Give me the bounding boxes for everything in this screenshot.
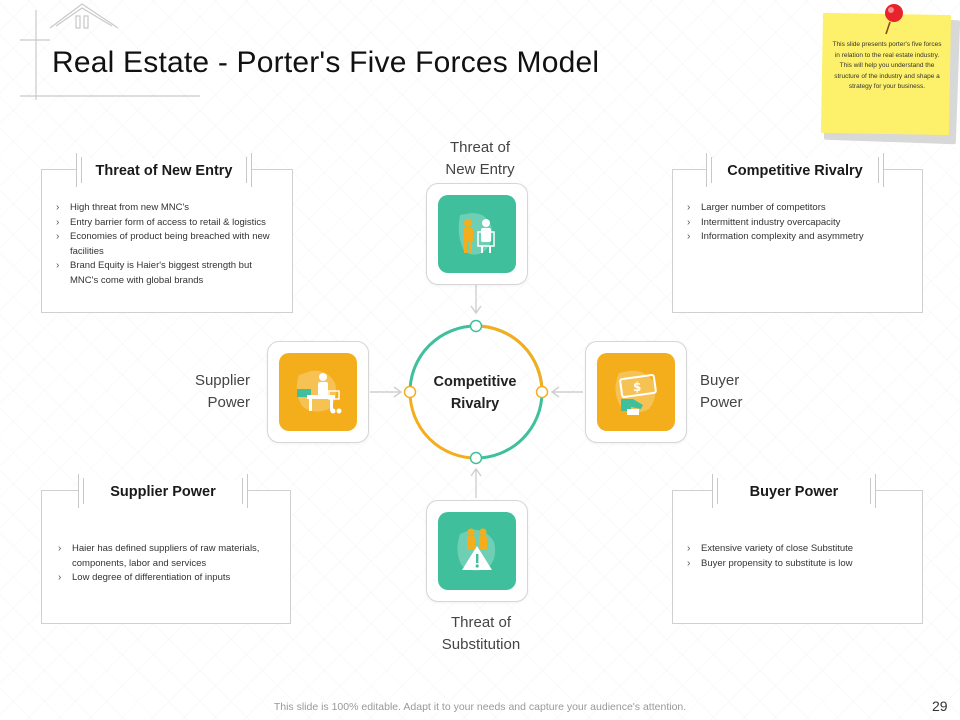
buyer-box: Extensive variety of close Substitute Bu…: [672, 490, 923, 624]
list-item: Buyer propensity to substitute is low: [683, 557, 911, 572]
list-item: Intermittent industry overcapacity: [683, 216, 911, 231]
buyer-label: Buyer Power: [700, 372, 743, 411]
sticky-note-text: This slide presents porter's five forces…: [832, 41, 942, 90]
buyer-box-title: Buyer Power: [712, 474, 876, 508]
svg-text:$: $: [633, 380, 641, 394]
supplier-label: Supplier Power: [194, 372, 250, 411]
supplier-card: [267, 341, 369, 443]
new-entry-box-title: Threat of New Entry: [76, 153, 252, 187]
warning-person-icon: [457, 528, 496, 571]
list-item: Low degree of differentiation of inputs: [54, 571, 288, 586]
page-title: Real Estate - Porter's Five Forces Model: [52, 46, 600, 79]
list-item: Entry barrier form of access to retail &…: [52, 216, 280, 231]
new-entry-card: [426, 183, 528, 285]
new-entry-label: Threat of New Entry: [445, 139, 515, 178]
list-item: Information complexity and asymmetry: [683, 230, 911, 245]
new-entry-tile: [438, 195, 516, 273]
center-rivalry-label: Competitive Rivalry: [433, 374, 517, 412]
house-outline-icon: [20, 3, 200, 100]
list-item: Economies of product being breached with…: [52, 230, 280, 259]
list-item: Haier has defined suppliers of raw mater…: [54, 542, 288, 571]
substitution-tile: [438, 512, 516, 590]
supplier-tile: [279, 353, 357, 431]
money-hand-icon: $: [615, 370, 657, 415]
buyer-card: $: [585, 341, 687, 443]
list-item: Brand Equity is Haier's biggest strength…: [52, 259, 280, 288]
push-pin-icon: [885, 4, 903, 35]
list-item: High threat from new MNC's: [52, 201, 280, 216]
supplier-box: Haier has defined suppliers of raw mater…: [41, 490, 291, 624]
rivalry-box-title: Competitive Rivalry: [706, 153, 884, 187]
substitution-label: Threat of Substitution: [441, 614, 521, 653]
people-entry-icon: [458, 213, 495, 255]
page-number: 29: [932, 698, 948, 714]
list-item: Extensive variety of close Substitute: [683, 542, 911, 557]
supplier-desk-icon: [296, 370, 342, 414]
list-item: Larger number of competitors: [683, 201, 911, 216]
substitution-card: [426, 500, 528, 602]
buyer-tile: $: [597, 353, 675, 431]
supplier-box-title: Supplier Power: [78, 474, 248, 508]
ring-arc-orange-right: [475, 324, 544, 393]
footer-note: This slide is 100% editable. Adapt it to…: [273, 701, 687, 713]
ring-arc-green-bottom: [475, 391, 544, 460]
rivalry-box: Larger number of competitors Intermitten…: [672, 169, 923, 313]
ring-arc-orange-left: [408, 391, 477, 460]
